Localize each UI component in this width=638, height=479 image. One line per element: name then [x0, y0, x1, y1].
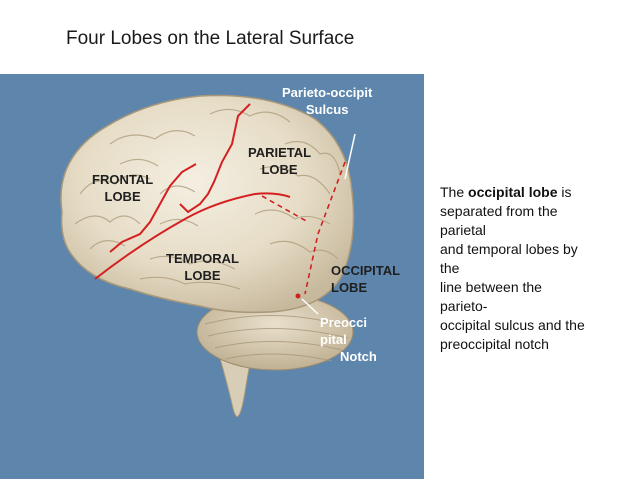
label-parieto-occipital-sulcus: Parieto-occipit Sulcus [282, 85, 373, 117]
description-line: separated from the [440, 203, 558, 219]
brain-illustration [60, 94, 356, 417]
description-line: line between the [440, 279, 542, 295]
description-line: parietal [440, 222, 486, 238]
frontal-boundary-line [109, 163, 197, 253]
label-temporal-lobe: TEMPORAL LOBE [166, 251, 239, 283]
description-emphasis: occipital lobe [468, 184, 558, 200]
description-line: preoccipital notch [440, 336, 549, 352]
notch-pointer-arrow [301, 298, 319, 315]
label-parietal-lobe: PARIETAL LOBE [248, 145, 312, 177]
description-first-line: The occipital lobe is [440, 184, 572, 200]
description-line: and temporal lobes by [440, 241, 578, 257]
slide-title: Four Lobes on the Lateral Surface [66, 28, 355, 49]
sulcus-pointer-arrow [344, 133, 356, 180]
preoccipital-notch-dot [295, 293, 301, 299]
label-preoccipital-notch: Preocci pital Notch [320, 315, 377, 364]
description-line: parieto- [440, 298, 488, 314]
description-line: occipital sulcus and the [440, 317, 585, 333]
parieto-occipital-dashed-line [304, 161, 346, 295]
cerebrum [60, 94, 355, 314]
brain-photo-panel: Parieto-occipit Sulcus PARIETAL LOBE FRO… [0, 74, 424, 479]
central-sulcus-line [179, 103, 251, 214]
lateral-sulcus-line [94, 192, 291, 280]
label-occipital-lobe: OCCIPITAL LOBE [331, 263, 401, 295]
description-line: the [440, 260, 460, 276]
description-text: The occipital lobe is separated from the… [440, 183, 620, 354]
label-frontal-lobe: FRONTAL LOBE [92, 172, 154, 204]
